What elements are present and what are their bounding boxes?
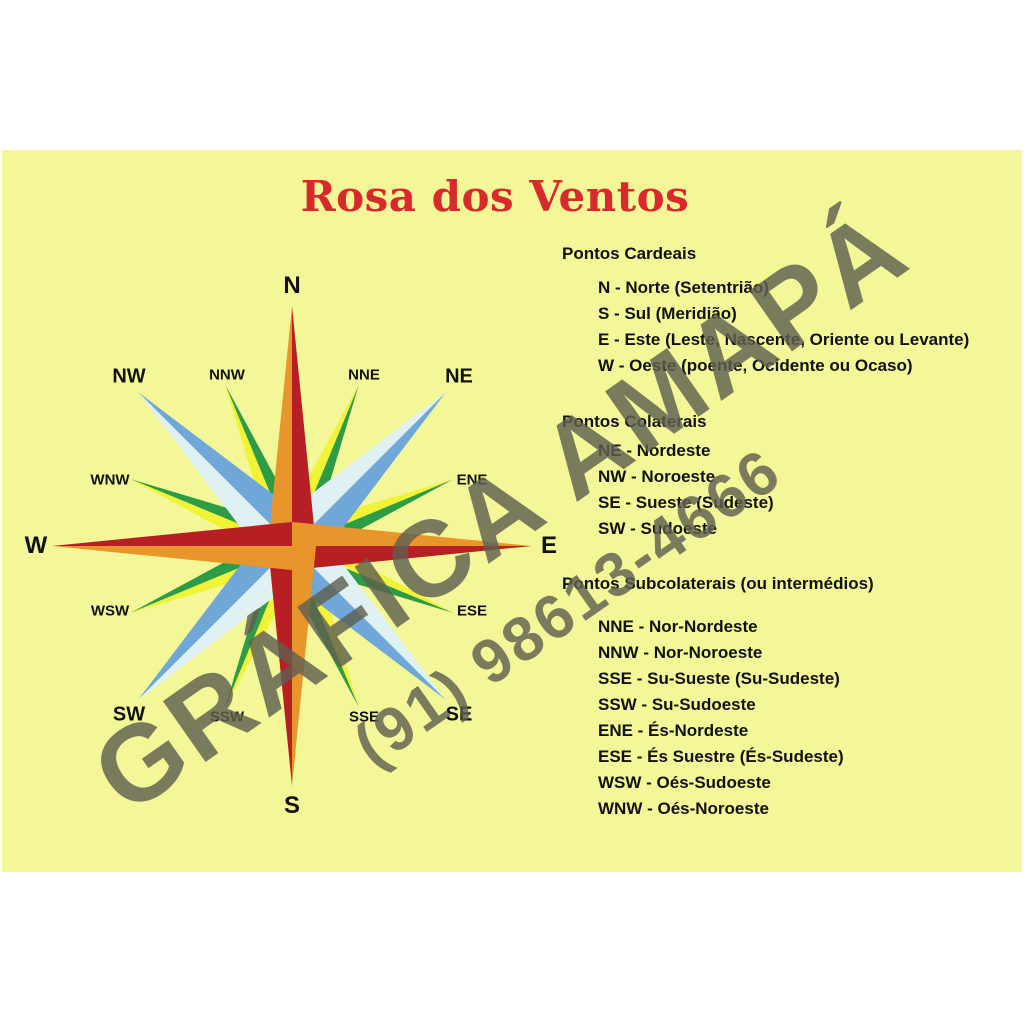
cardinal-ray-90-b xyxy=(292,522,532,546)
legend-item: E - Este (Leste, Nascente, Oriente ou Le… xyxy=(598,330,970,349)
label-nne: NNE xyxy=(348,366,380,384)
label-ese: ESE xyxy=(456,602,488,620)
cardinal-ray-180-a xyxy=(268,546,292,786)
label-nw: NW xyxy=(112,365,146,388)
legend-item: WSW - Oés-Sudoeste xyxy=(598,773,771,792)
legend-item: S - Sul (Meridião) xyxy=(598,304,737,323)
cardinal-ray-180-b xyxy=(292,546,316,786)
collateral-ray-225-a xyxy=(137,524,292,701)
legend-item: WNW - Oés-Noroeste xyxy=(598,799,769,818)
cardinal-ray-270-a xyxy=(52,522,292,546)
legend-collateral-title: Pontos Colaterais xyxy=(562,412,707,431)
legend-item: N - Norte (Setentrião) xyxy=(598,278,769,297)
legend-item: SSE - Su-Sueste (Su-Sudeste) xyxy=(598,669,840,688)
cardinal-ray-270-b xyxy=(52,546,292,570)
collateral-ray-135-b xyxy=(292,524,447,701)
legend-item: NNE - Nor-Nordeste xyxy=(598,617,758,636)
cardinal-ray-90-a xyxy=(292,546,532,570)
legend-item: NNW - Nor-Noroeste xyxy=(598,643,763,662)
legend-cardinal-title: Pontos Cardeais xyxy=(562,244,697,263)
legend-item: NW - Noroeste xyxy=(598,467,716,486)
label-ne: NE xyxy=(445,365,473,388)
label-n: N xyxy=(283,272,301,299)
legend-item: NE - Nordeste xyxy=(598,441,711,460)
collateral-ray-225-b xyxy=(137,546,314,701)
label-e: E xyxy=(540,532,558,559)
label-w: W xyxy=(24,532,48,559)
legend-subcollateral-title: Pontos Subcolaterais (ou intermédios) xyxy=(562,574,874,593)
cardinal-ray-0-a xyxy=(292,306,316,546)
poster-background xyxy=(2,150,1022,872)
legend-item: SW - Sudoeste xyxy=(598,519,718,538)
legend-item: W - Oeste (poente, Ocidente ou Ocaso) xyxy=(598,356,913,375)
legend-item: ENE - És-Nordeste xyxy=(598,721,749,740)
label-s: S xyxy=(283,792,301,819)
cardinal-ray-0-b xyxy=(268,306,292,546)
page-title: Rosa dos Ventos xyxy=(300,172,690,221)
cardinal-points xyxy=(52,306,532,786)
label-wnw: WNW xyxy=(90,471,130,489)
label-se: SE xyxy=(445,703,473,726)
label-ene: ENE xyxy=(456,471,488,489)
collateral-ray-135-a xyxy=(270,546,447,701)
legend-item: SE - Sueste (Sudeste) xyxy=(598,493,774,512)
legend-item: ESE - És Suestre (És-Sudeste) xyxy=(598,747,844,766)
collateral-points xyxy=(137,391,447,701)
label-sse: SSE xyxy=(348,708,380,726)
collateral-ray-315-a xyxy=(137,391,314,546)
collateral-ray-315-b xyxy=(137,391,292,568)
label-ssw: SSW xyxy=(209,708,245,726)
legend-item: SSW - Su-Sudoeste xyxy=(598,695,756,714)
collateral-ray-45-a xyxy=(292,391,447,568)
label-sw: SW xyxy=(112,703,146,726)
label-wsw: WSW xyxy=(90,602,130,620)
collateral-ray-45-b xyxy=(270,391,447,546)
label-nnw: NNW xyxy=(209,366,245,384)
